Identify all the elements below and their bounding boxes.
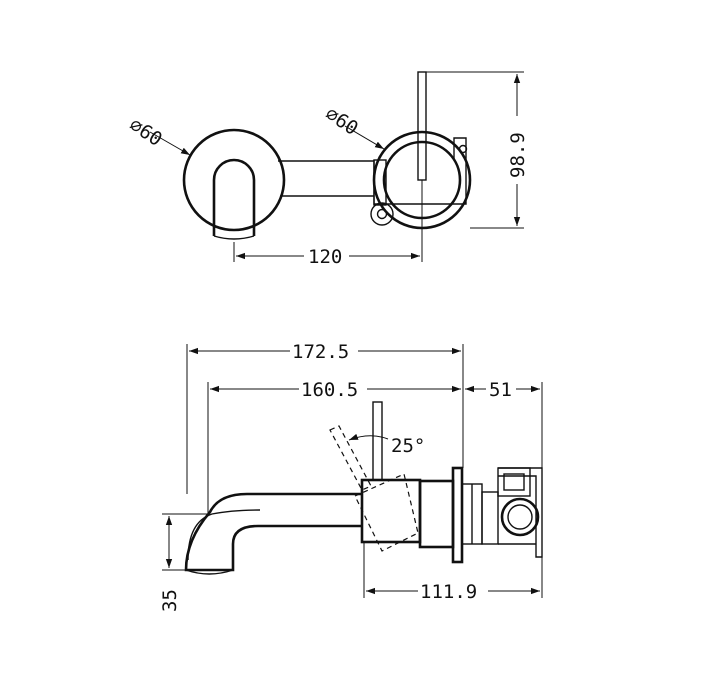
side-wall-flange bbox=[451, 466, 464, 564]
side-cylinder bbox=[418, 479, 455, 549]
side-valve-bracket bbox=[481, 491, 499, 545]
side-handle-rotated bbox=[329, 425, 372, 491]
side-handle bbox=[372, 401, 383, 481]
mounting-lug bbox=[370, 202, 394, 226]
dim-spout-160-5: 160.5 bbox=[301, 379, 358, 401]
spout-rosette bbox=[182, 128, 286, 232]
top-view: ⌀60 ⌀60 120 98.9 bbox=[125, 71, 529, 268]
dim-diameter-left: ⌀60 bbox=[125, 114, 166, 151]
side-mixer-body bbox=[360, 478, 422, 544]
dim-height-98-9: 98.9 bbox=[507, 132, 529, 178]
dim-overall-172-5: 172.5 bbox=[292, 341, 349, 363]
side-view: 25° 172.5 160.5 51 35 bbox=[159, 341, 543, 612]
side-valve-port bbox=[500, 497, 540, 537]
dim-diameter-right: ⌀60 bbox=[321, 103, 362, 140]
handle-lever bbox=[417, 71, 427, 181]
spout-inner-curve bbox=[187, 509, 261, 561]
dim-width-120: 120 bbox=[308, 246, 342, 268]
dim-width-111-9: 111.9 bbox=[420, 581, 477, 603]
dim-angle-25: 25° bbox=[391, 435, 425, 457]
side-spout bbox=[184, 492, 361, 572]
spout-outlet bbox=[212, 158, 256, 236]
dim-drop-35: 35 bbox=[159, 589, 181, 612]
dim-depth-51: 51 bbox=[489, 379, 512, 401]
